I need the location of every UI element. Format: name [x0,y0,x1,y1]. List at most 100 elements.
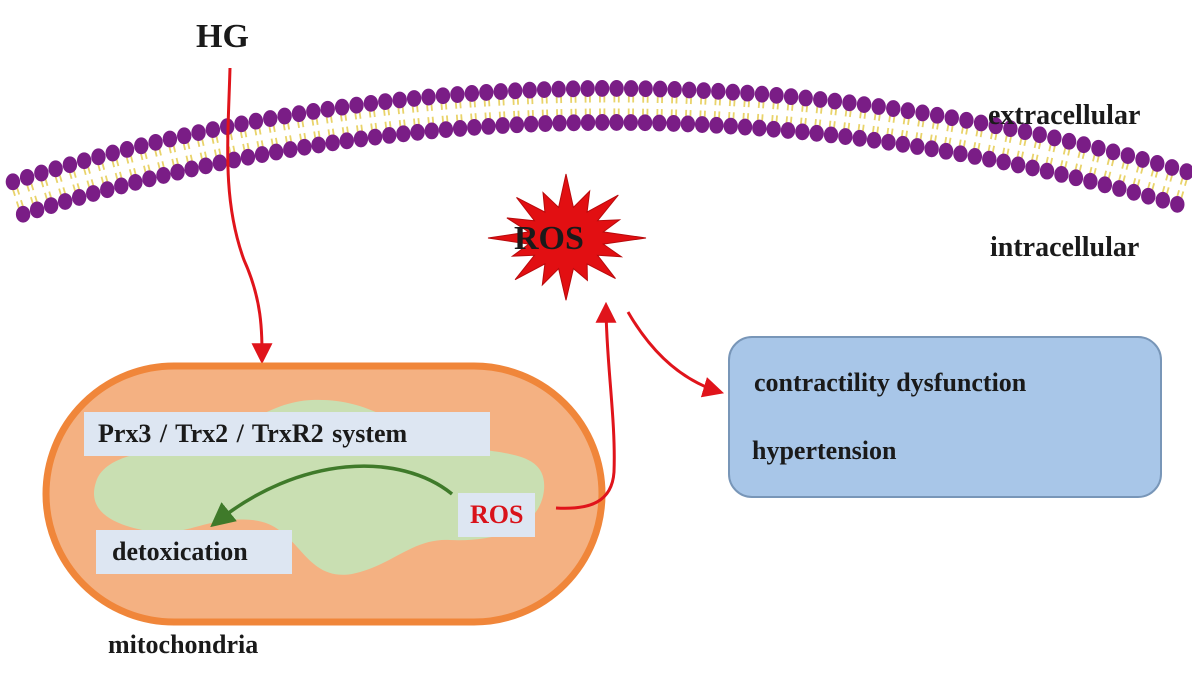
membrane-phospholipid-head [1054,166,1069,183]
membrane-phospholipid-head [696,82,711,99]
membrane-phospholipid-head [709,116,724,134]
membrane-phospholipid-head [740,84,755,102]
ros-to-detoxication-arrow [210,464,454,528]
membrane-phospholipid-head [609,114,624,131]
ros-star-label: ROS [514,220,584,257]
membrane-phospholipid-head [536,81,552,98]
membrane-phospholipid-head [1120,147,1136,165]
membrane-phospholipid-head [162,130,178,148]
membrane-phospholipid-head [522,81,537,99]
membrane-phospholipid-head [1032,126,1047,144]
membrane-phospholipid-head [566,114,581,132]
membrane-phospholipid-head [982,150,997,168]
membrane-phospholipid-head [1112,180,1127,197]
membrane-phospholipid-head [205,121,221,138]
membrane-phospholipid-head [363,94,379,112]
membrane-phospholipid-head [1083,172,1098,190]
membrane-phospholipid-head [410,123,425,141]
membrane-phospholipid-head [1076,136,1091,154]
membrane-phospholipid-head [944,109,959,127]
membrane-phospholipid-head [838,128,853,145]
membrane-phospholipid-head [493,83,508,100]
membrane-phospholipid-head [667,81,682,98]
membrane-phospholipid-head [915,104,930,122]
membrane-phospholipid-head [392,91,407,109]
membrane-phospholipid-head [105,144,120,162]
membrane-phospholipid-head [467,118,482,136]
membrane-phospholipid-head [852,129,867,147]
membrane-phospholipid-head [959,111,974,129]
membrane-phospholipid-head [62,156,78,174]
membrane-phospholipid-head [988,117,1003,135]
outcome-contractility-dysfunction: contractility dysfunction [754,368,1027,397]
membrane-phospholipid-head [339,132,355,150]
membrane-phospholipid-head [71,189,87,206]
mito-ros-to-cytosol-ros-arrow [555,301,617,510]
membrane-phospholipid-head [752,119,767,137]
membrane-phospholipid-head [1170,195,1185,213]
membrane-phospholipid-head [723,117,738,135]
membrane-phospholipid-head [1155,191,1171,209]
membrane-phospholipid-head [479,84,494,101]
membrane-phospholipid-head [508,82,523,100]
membrane-phospholipid-head [552,114,567,132]
membrane-phospholipid-head [234,115,249,133]
membrane-phospholipid-head [156,167,171,184]
membrane-phospholipid-head [813,91,828,108]
membrane-phospholipid-head [910,138,925,155]
membrane-phospholipid-head [495,117,510,134]
membrane-phospholipid-head [580,80,595,97]
membrane-phospholipid-head [842,94,857,112]
hg-to-mitochondria-arrow [226,67,273,365]
intracellular-label: intracellular [990,232,1140,263]
membrane-phospholipid-head [29,201,45,219]
membrane-phospholipid-head [291,105,307,123]
membrane-phospholipid-head [382,126,397,144]
membrane-phospholipid-head [895,135,911,153]
membrane-phospholipid-head [311,136,326,154]
membrane-phospholipid-head [148,133,163,151]
membrane-phospholipid-head [523,115,539,133]
membrane-phospholipid-head [48,160,63,178]
membrane-phospholipid-head [128,173,143,191]
ros-starburst-icon [487,173,647,301]
membrane-phospholipid-head [694,116,710,133]
membrane-phospholipid-head [1135,151,1150,168]
membrane-phospholipid-head [334,98,350,116]
membrane-phospholipid-head [900,102,916,120]
membrane-phospholipid-head [5,173,21,191]
membrane-phospholipid-head [565,80,581,98]
membrane-phospholipid-head [638,80,653,98]
membrane-phospholipid-head [184,160,199,178]
membrane-phospholipid-head [1025,159,1040,177]
membrane-phospholipid-head [509,116,525,134]
membrane-phospholipid-head [277,107,292,125]
membrane-phospholipid-head [769,86,784,104]
membrane-phospholipid-head [226,151,242,169]
membrane-phospholipid-head [1126,183,1142,201]
membrane-phospholipid-head [973,114,989,132]
membrane-phospholipid-head [780,122,796,139]
membrane-phospholipid-head [551,80,566,98]
membrane-phospholipid-head [623,114,638,131]
membrane-phospholipid-head [682,81,697,99]
membrane-phospholipid-head [263,110,278,127]
mito-ros-label: ROS [458,493,536,537]
membrane-phospholipid-head [325,134,340,152]
membrane-phospholipid-head [1091,139,1106,157]
membrane-phospholipid-head [798,89,813,107]
membrane-phospholipid-head [1068,169,1084,187]
membrane-phospholipid-head [1039,162,1055,180]
membrane-phospholipid-head [406,90,422,107]
membrane-phospholipid-head [1179,163,1192,181]
membrane-phospholipid-head [871,98,886,115]
membrane-phospholipid-head [1105,143,1121,161]
membrane-phospholipid-head [19,168,35,186]
membrane-phospholipid-head [856,96,872,114]
membrane-phospholipid-head [594,80,610,97]
membrane-phospholipid-head [76,152,92,170]
membrane-phospholipid-head [367,128,383,146]
mitochondria-label: mitochondria [108,630,259,659]
membrane-phospholipid-head [353,130,369,148]
